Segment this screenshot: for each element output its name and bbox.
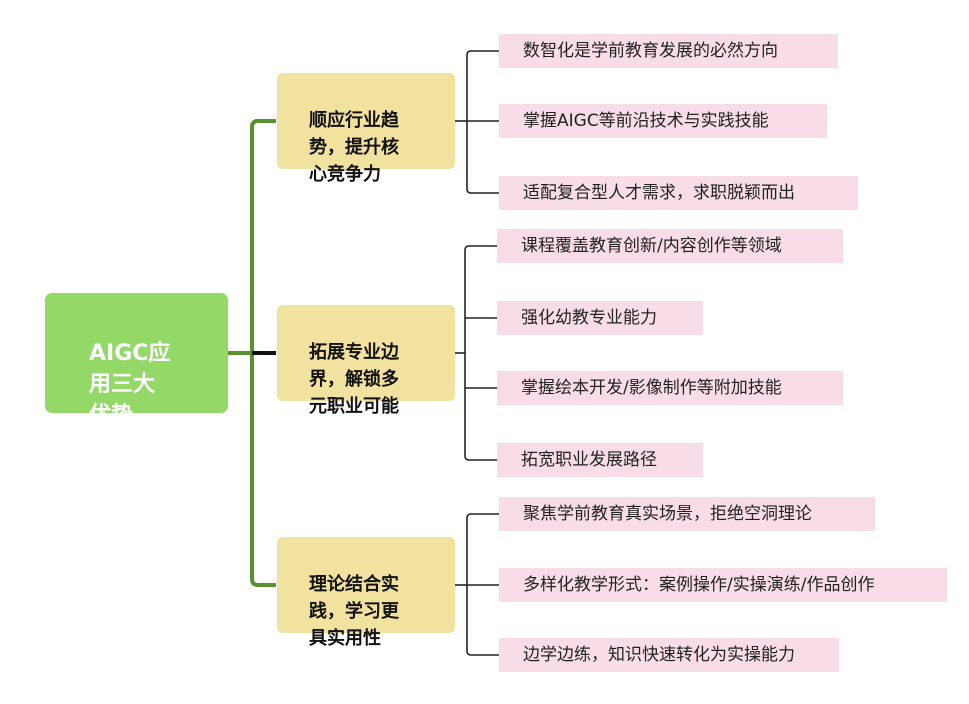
leaf-node[interactable]: 课程覆盖教育创新/内容创作等领域	[497, 229, 843, 263]
leaf-label: 课程覆盖教育创新/内容创作等领域	[521, 236, 782, 256]
leaf-node[interactable]: 适配复合型人才需求，求职脱颖而出	[499, 176, 858, 210]
branch-label: 顺应行业趋 势，提升核 心竞争力	[309, 110, 399, 185]
branch-label: 拓展专业边 界，解锁多 元职业可能	[309, 342, 399, 417]
leaf-node[interactable]: 掌握绘本开发/影像制作等附加技能	[497, 371, 843, 405]
leaf-node[interactable]: 聚焦学前教育真实场景，拒绝空洞理论	[499, 497, 875, 531]
branch-node-industry-trend[interactable]: 顺应行业趋 势，提升核 心竞争力	[277, 73, 455, 185]
leaf-node[interactable]: 数智化是学前教育发展的必然方向	[499, 34, 838, 68]
leaf-node[interactable]: 强化幼教专业能力	[497, 301, 703, 335]
root-node[interactable]: AIGC应 用三大 优势	[45, 293, 228, 428]
leaf-node[interactable]: 多样化教学形式：案例操作/实操演练/作品创作	[499, 568, 947, 602]
leaf-node[interactable]: 边学边练，知识快速转化为实操能力	[499, 638, 839, 672]
branch-2-connectors	[455, 245, 497, 461]
root-label: AIGC应 用三大 优势	[89, 341, 171, 428]
branch-node-career-boundary[interactable]: 拓展专业边 界，解锁多 元职业可能	[277, 305, 455, 417]
leaf-label: 数智化是学前教育发展的必然方向	[523, 41, 778, 61]
branch-3-connectors	[455, 513, 499, 656]
leaf-node[interactable]: 拓宽职业发展路径	[497, 443, 703, 477]
branch-1-connectors	[455, 50, 499, 194]
leaf-label: 聚焦学前教育真实场景，拒绝空洞理论	[523, 504, 812, 524]
leaf-label: 掌握AIGC等前沿技术与实践技能	[523, 111, 769, 131]
leaf-node[interactable]: 掌握AIGC等前沿技术与实践技能	[499, 104, 827, 138]
leaf-label: 强化幼教专业能力	[521, 308, 657, 328]
leaf-label: 掌握绘本开发/影像制作等附加技能	[521, 378, 782, 398]
leaf-label: 适配复合型人才需求，求职脱颖而出	[523, 183, 795, 203]
branch-label: 理论结合实 践，学习更 具实用性	[309, 574, 399, 649]
leaf-label: 边学边练，知识快速转化为实操能力	[523, 645, 795, 665]
leaf-label: 拓宽职业发展路径	[521, 450, 657, 470]
leaf-label: 多样化教学形式：案例操作/实操演练/作品创作	[523, 575, 875, 595]
branch-node-theory-practice[interactable]: 理论结合实 践，学习更 具实用性	[277, 537, 455, 649]
